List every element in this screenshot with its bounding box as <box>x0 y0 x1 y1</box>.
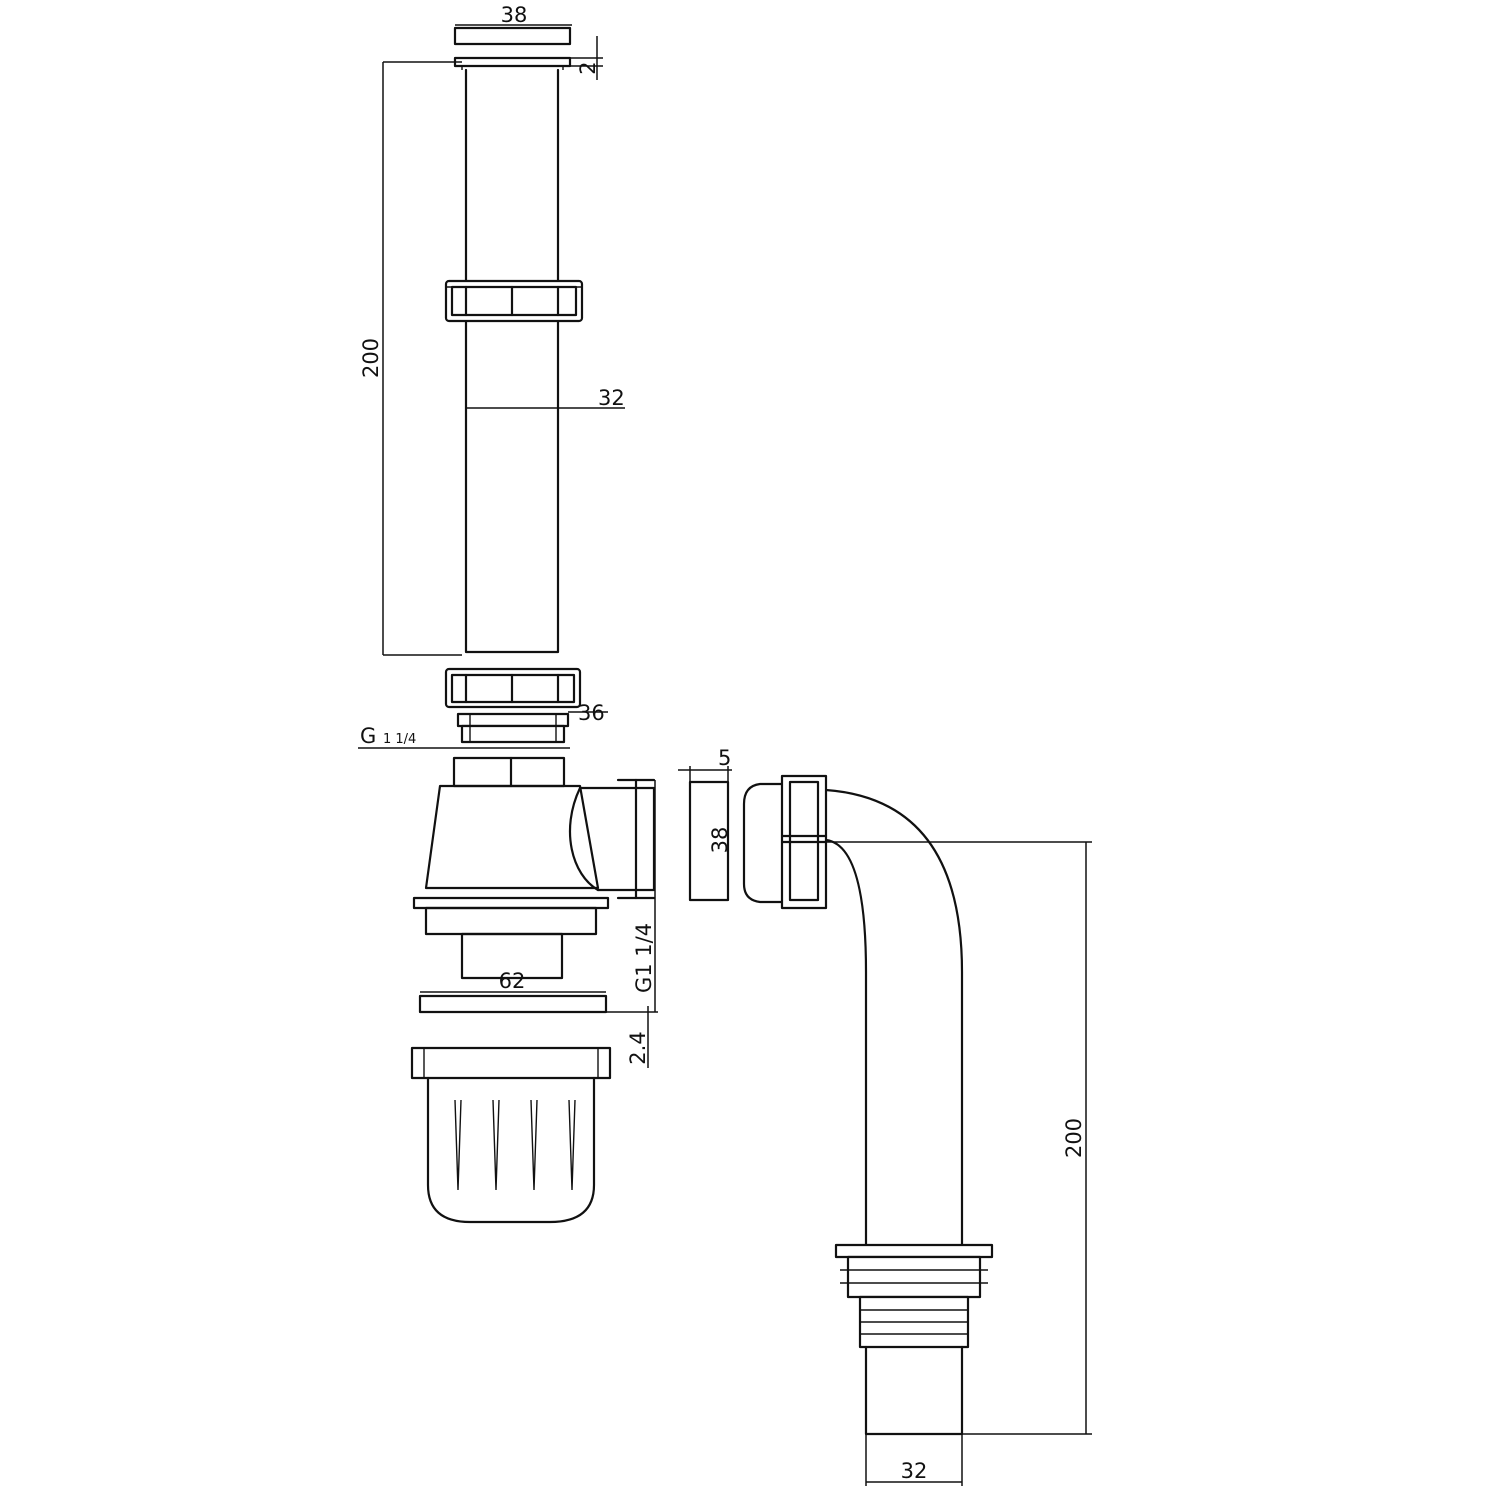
gasket-thickness-dimension: 2.4 <box>606 1006 658 1068</box>
thread-inlet-main: G <box>360 724 376 748</box>
pipe-length-label: 200 <box>359 338 383 378</box>
flange-diameter-label: 62 <box>499 969 526 993</box>
thread-inlet-fraction: 1 1/4 <box>383 732 416 747</box>
cap-width-label: 38 <box>501 3 528 27</box>
top-cap <box>453 26 572 70</box>
outlet-thread-dimension: G1 1/4 <box>632 780 656 1012</box>
upper-pipe <box>464 68 560 654</box>
washer-diameter-label: 38 <box>708 827 732 854</box>
bottom-cup <box>410 1046 612 1224</box>
pipe-diameter-label: 32 <box>598 386 625 410</box>
lower-nut <box>444 667 582 709</box>
washer-thickness-label: 5 <box>718 746 731 770</box>
gasket-thickness-label: 2.4 <box>626 1031 650 1064</box>
sealing-washer <box>688 780 730 902</box>
bend-pipe-nut <box>742 774 828 910</box>
flange-diameter-dimension: 62 <box>420 969 606 993</box>
thread-inlet-dimension: G 1 1/4 <box>358 724 570 749</box>
cap-width-dimension: 38 <box>455 3 572 27</box>
nut-diameter-label: 36 <box>578 701 605 725</box>
bend-length-label: 200 <box>1062 1118 1086 1158</box>
outlet-thread-label: G1 1/4 <box>632 923 656 993</box>
adapter-ring <box>456 712 570 744</box>
washer-thickness-dimension: 5 <box>678 746 732 782</box>
bend-pipe <box>824 788 964 1247</box>
washer-diameter-label-group: 38 <box>708 827 732 854</box>
upper-pipe-nut <box>444 279 584 323</box>
outlet-diameter-label: 32 <box>901 1459 928 1483</box>
cap-thickness-label: 2 <box>576 61 600 74</box>
pipe-diameter-dimension: 32 <box>466 386 625 410</box>
pipe-length-dimension: 200 <box>359 61 462 656</box>
outlet-diameter-dimension: 32 <box>865 1434 963 1486</box>
cap-thickness-dimension: 2 <box>570 36 603 80</box>
nut-diameter-dimension: 36 <box>568 701 608 725</box>
siphon-body <box>412 756 656 980</box>
flat-gasket <box>418 994 608 1014</box>
bend-length-dimension: 200 <box>826 841 1092 1435</box>
outlet-fitting <box>834 1243 994 1436</box>
